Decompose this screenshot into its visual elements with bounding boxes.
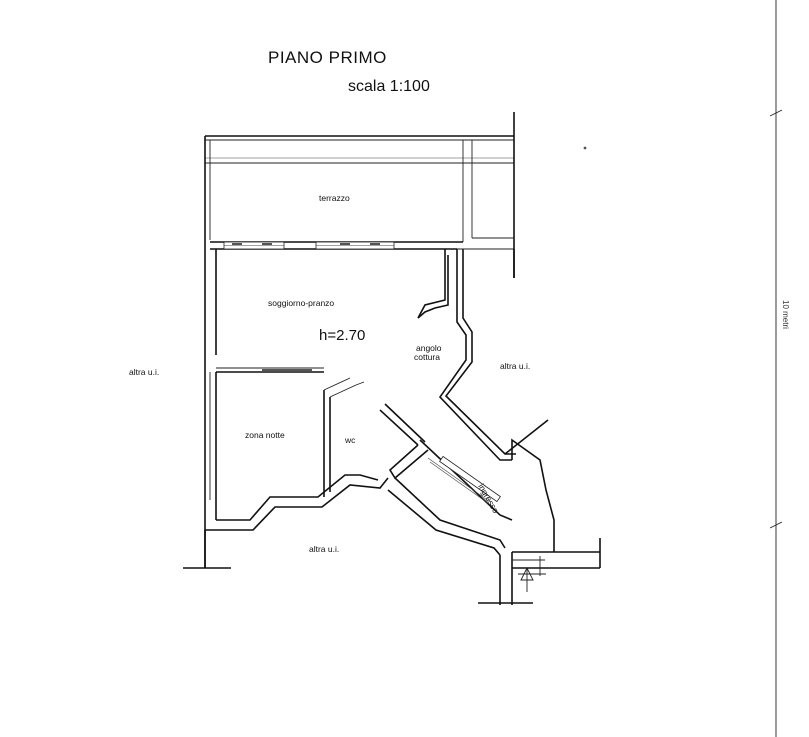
- entrance-corridor: [387, 439, 513, 556]
- scale-bar-label: 10 metri: [781, 300, 790, 329]
- room-label-terrace: terrazzo: [319, 193, 350, 203]
- outer-boundary: [183, 530, 533, 604]
- interior-walls: [205, 248, 601, 568]
- room-label-kitchen-line2: cottura: [414, 352, 440, 362]
- room-label-night-zone: zona notte: [245, 430, 285, 440]
- scale-bar: 10 metri: [769, 0, 790, 737]
- neighbour-label-bottom: altra u.i.: [309, 544, 339, 554]
- terrace: [204, 112, 587, 568]
- room-label-living-dining: soggiorno-pranzo: [268, 298, 334, 308]
- plan-title: PIANO PRIMO: [268, 48, 387, 67]
- entrance-door: [499, 551, 600, 605]
- neighbour-label-right: altra u.i.: [500, 361, 530, 371]
- neighbour-label-left: altra u.i.: [129, 367, 159, 377]
- terrace-windows: [210, 241, 463, 250]
- room-label-wc: wc: [344, 435, 356, 445]
- room-label-kitchen-line1: angolo: [416, 343, 442, 353]
- ceiling-height-label: h=2.70: [319, 327, 365, 344]
- plan-scale: scala 1:100: [348, 78, 430, 95]
